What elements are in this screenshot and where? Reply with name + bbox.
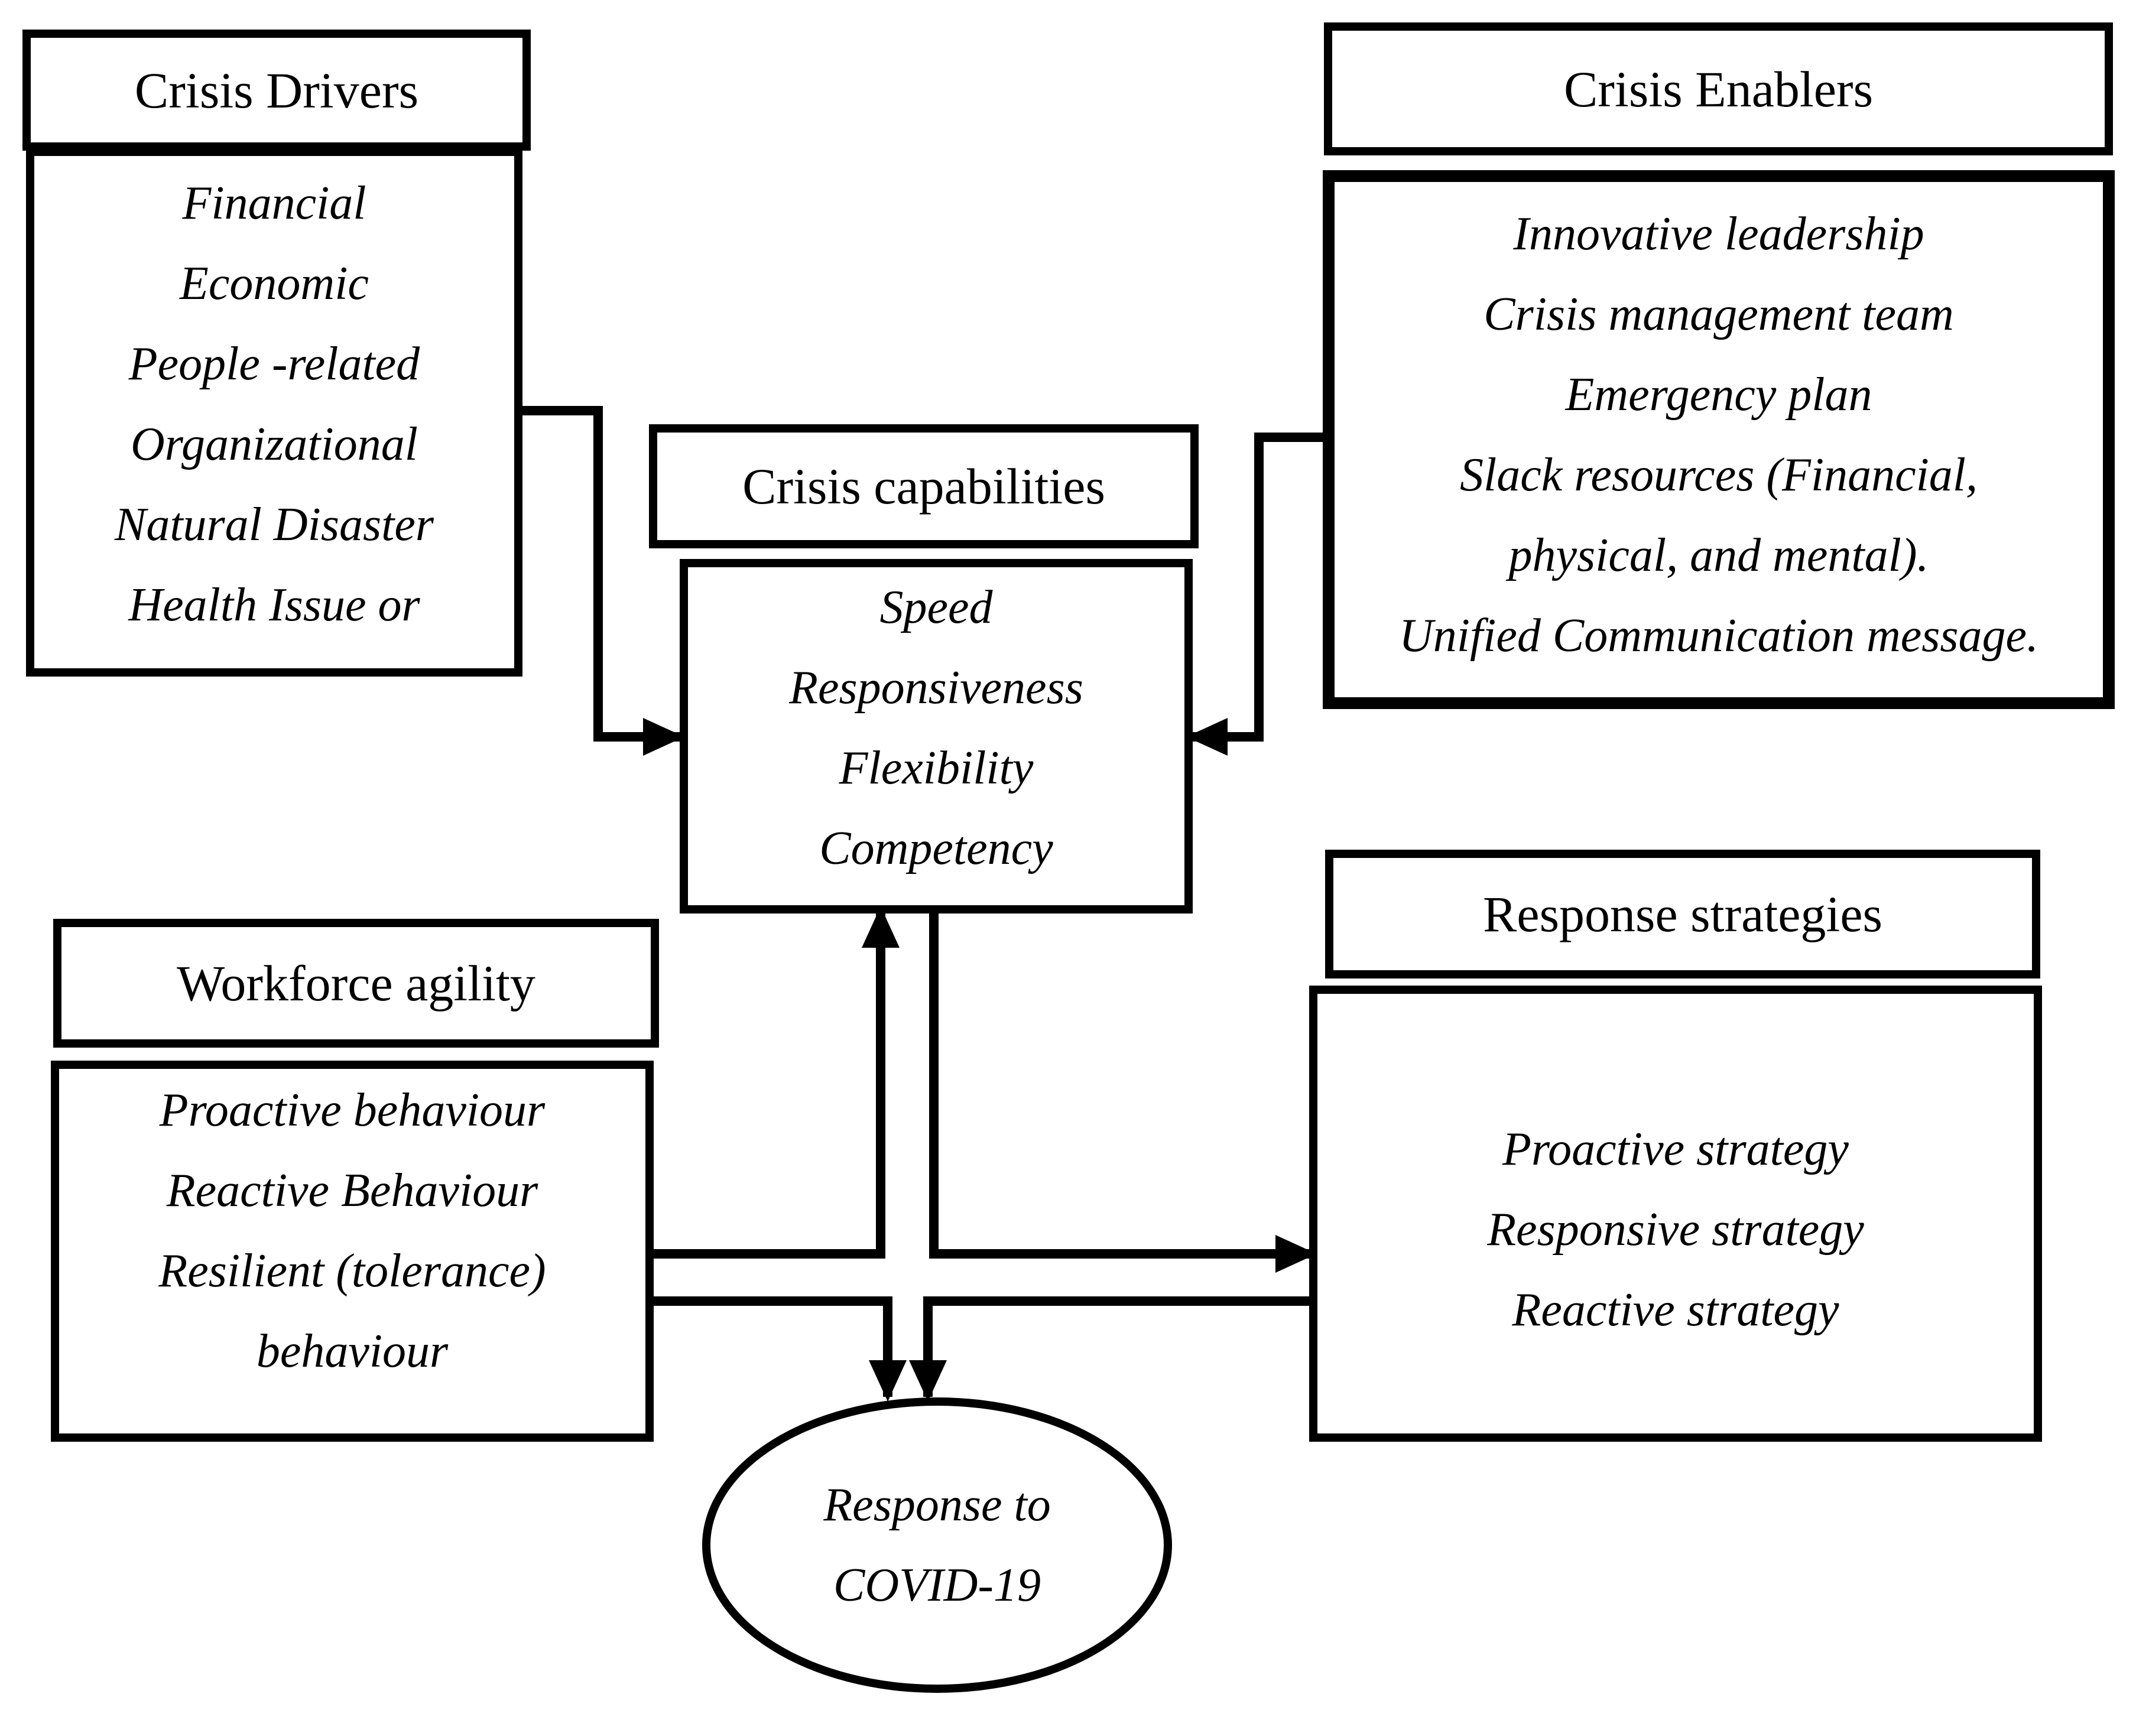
- crisis-driver-item: People -related: [128, 338, 420, 390]
- arrow-strategies-to-outcome: [909, 1296, 1312, 1402]
- workforce-agility-title: Workforce agility: [177, 955, 535, 1012]
- workforce-agility-item: Resilient (tolerance): [158, 1245, 546, 1297]
- outcome-line-2: COVID-19: [833, 1559, 1041, 1611]
- crisis-capability-item: Competency: [819, 823, 1053, 874]
- crisis-enabler-item: Innovative leadership: [1513, 208, 1924, 260]
- response-strategies-box: Proactive strategy Responsive strategy R…: [1309, 986, 2042, 1442]
- crisis-capability-item: Flexibility: [839, 742, 1034, 794]
- crisis-driver-item: Organizational: [131, 418, 418, 470]
- arrow-agility-to-outcome: [650, 1296, 907, 1402]
- crisis-driver-item: Economic: [180, 258, 369, 310]
- workforce-agility-title-box: Workforce agility: [53, 919, 659, 1048]
- crisis-capability-item: Responsiveness: [789, 662, 1083, 714]
- workforce-agility-item: Proactive behaviour: [159, 1084, 546, 1136]
- crisis-driver-item: Natural Disaster: [114, 499, 434, 551]
- crisis-enablers-title-box: Crisis Enablers: [1324, 22, 2113, 155]
- crisis-drivers-title: Crisis Drivers: [134, 61, 419, 119]
- arrow-agility-to-capabilities: [650, 906, 900, 1259]
- outcome-line-1: Response to: [823, 1479, 1051, 1531]
- crisis-enablers-box: Innovative leadership Crisis management …: [1323, 170, 2115, 709]
- response-strategies-title: Response strategies: [1483, 886, 1882, 942]
- crisis-capabilities-title: Crisis capabilities: [742, 458, 1105, 515]
- response-strategy-item: Reactive strategy: [1512, 1284, 1839, 1336]
- crisis-enabler-item: Slack resources (Financial,: [1459, 449, 1978, 501]
- response-strategy-item: Proactive strategy: [1502, 1123, 1849, 1175]
- arrow-enablers-to-capabilities: [1186, 433, 1323, 756]
- crisis-driver-item: Financial: [182, 177, 366, 229]
- response-to-covid-oval: Response to COVID-19: [702, 1397, 1172, 1693]
- crisis-capabilities-title-box: Crisis capabilities: [649, 424, 1199, 548]
- workforce-agility-box: Proactive behaviour Reactive Behaviour R…: [51, 1061, 654, 1442]
- crisis-enabler-item: Crisis management team: [1483, 288, 1954, 340]
- arrow-capabilities-to-strategies: [929, 911, 1317, 1273]
- crisis-enabler-item: physical, and mental).: [1508, 529, 1929, 581]
- crisis-capability-item: Speed: [879, 581, 993, 633]
- crisis-drivers-box: Financial Economic People -related Organ…: [26, 148, 522, 677]
- response-strategies-title-box: Response strategies: [1325, 850, 2040, 978]
- crisis-capabilities-box: Speed Responsiveness Flexibility Compete…: [680, 559, 1193, 913]
- crisis-drivers-title-box: Crisis Drivers: [22, 30, 531, 151]
- crisis-enabler-item: Emergency plan: [1565, 369, 1872, 421]
- workforce-agility-item: behaviour: [256, 1325, 449, 1377]
- workforce-agility-item: Reactive Behaviour: [166, 1165, 538, 1217]
- response-strategy-item: Responsive strategy: [1487, 1204, 1864, 1256]
- crisis-enabler-item: Unified Communication message.: [1398, 610, 2039, 662]
- crisis-driver-item: Health Issue or: [128, 579, 420, 631]
- crisis-enablers-title: Crisis Enablers: [1563, 60, 1874, 118]
- arrow-drivers-to-capabilities: [520, 406, 684, 756]
